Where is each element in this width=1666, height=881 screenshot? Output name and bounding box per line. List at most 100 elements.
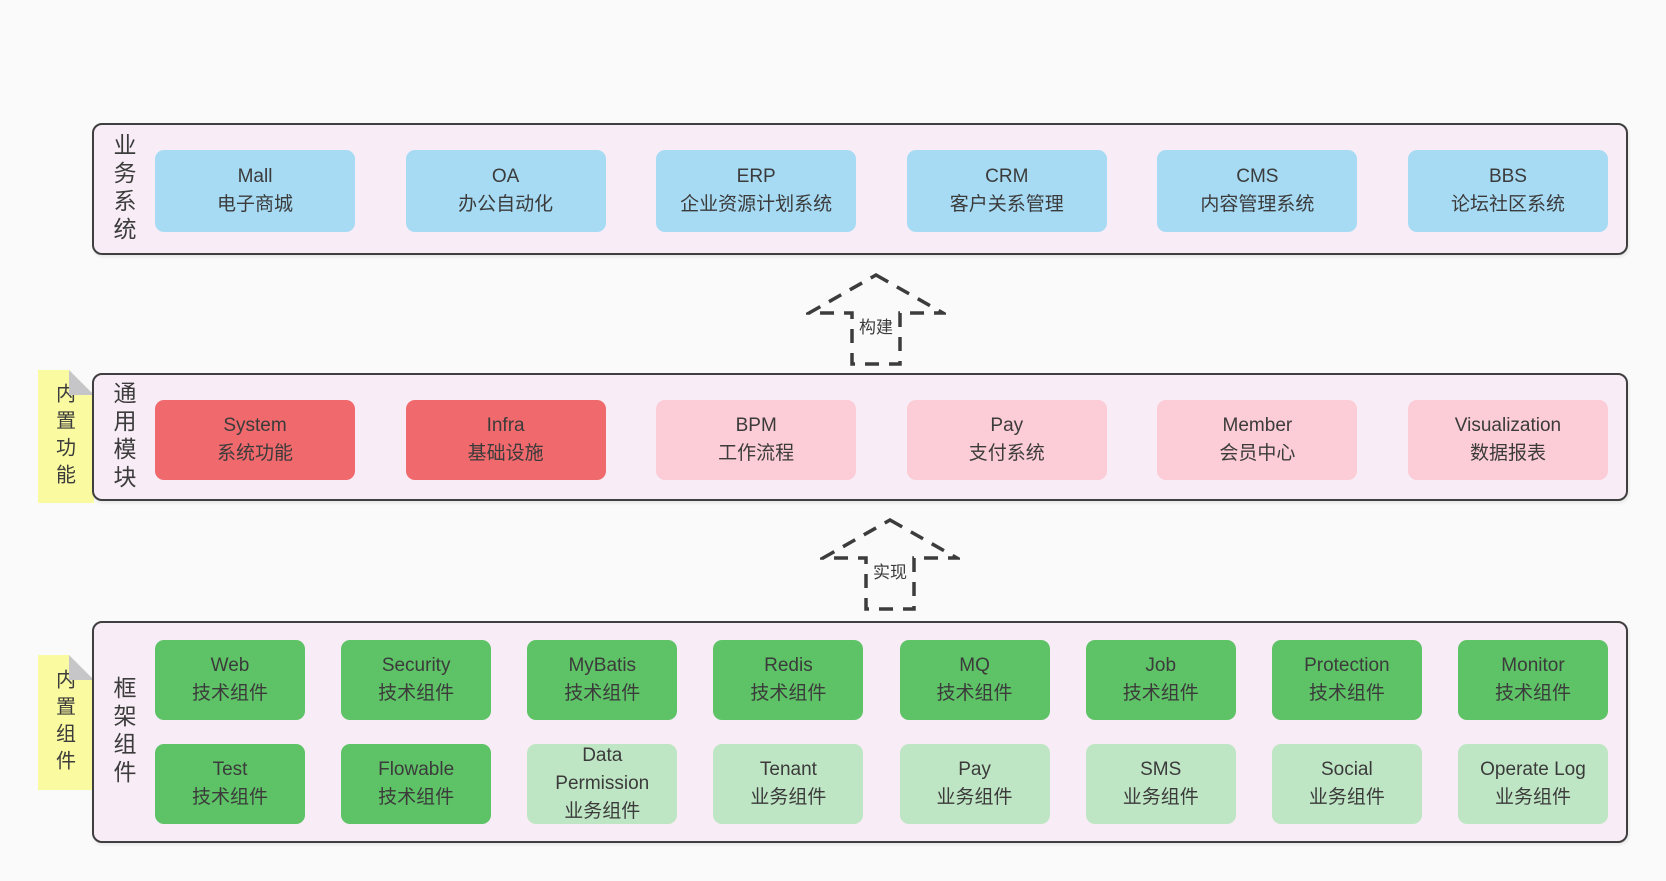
node-subtitle: 内容管理系统: [1200, 194, 1315, 215]
node-pay-component: Pay 业务组件: [899, 744, 1050, 824]
node-subtitle: 业务组件: [1308, 787, 1385, 808]
build-arrow-label: 构建: [856, 312, 896, 339]
module-layer-panel: 通用模块 System 系统功能 Infra 基础设施 BPM 工作流程 Pay…: [92, 373, 1628, 501]
node-title: ERP: [736, 166, 776, 187]
node-subtitle: 客户关系管理: [949, 194, 1064, 215]
node-title: Pay: [958, 759, 991, 780]
node-title: Pay: [990, 415, 1024, 436]
node-subtitle: 工作流程: [718, 443, 795, 464]
note-fold-corner: [69, 655, 94, 680]
node-title: Operate Log: [1480, 759, 1586, 780]
business-layer-label: 业务系统: [110, 133, 136, 245]
node-bbs: BBS 论坛社区系统: [1407, 150, 1608, 232]
node-subtitle: 业务组件: [1122, 787, 1199, 808]
implement-arrow: 实现: [820, 517, 960, 613]
note-built-in-components: 内置组件: [38, 655, 94, 790]
node-subtitle: 技术组件: [1308, 683, 1385, 704]
node-protection: Protection 技术组件: [1271, 640, 1422, 720]
build-arrow: 构建: [806, 272, 946, 368]
node-tenant: Tenant 业务组件: [713, 744, 864, 824]
business-layer-panel: 业务系统 Mall 电子商城 OA 办公自动化 ERP 企业资源计划系统 CRM…: [92, 123, 1628, 255]
node-title: BPM: [735, 415, 777, 436]
component-layer-panel: 框架组件 Web 技术组件 Security 技术组件 MyBatis 技术组件…: [92, 621, 1628, 843]
node-subtitle: 系统功能: [216, 443, 293, 464]
node-subtitle: 技术组件: [191, 683, 268, 704]
node-pay-system: Pay 支付系统: [906, 400, 1107, 480]
node-subtitle: 业务组件: [750, 787, 827, 808]
node-subtitle: 业务组件: [564, 801, 641, 822]
node-title: OA: [491, 166, 520, 187]
node-subtitle: 技术组件: [378, 683, 455, 704]
node-subtitle: 企业资源计划系统: [680, 194, 833, 215]
node-mybatis: MyBatis 技术组件: [527, 640, 678, 720]
node-social: Social 业务组件: [1271, 744, 1422, 824]
node-title: BBS: [1488, 166, 1527, 187]
node-title: Member: [1222, 415, 1293, 436]
node-subtitle: 技术组件: [191, 787, 268, 808]
node-title: MyBatis: [568, 655, 637, 676]
node-subtitle: 技术组件: [750, 683, 827, 704]
node-title: System: [223, 415, 287, 436]
node-subtitle: 技术组件: [378, 787, 455, 808]
node-subtitle: 会员中心: [1219, 443, 1296, 464]
node-subtitle: 基础设施: [467, 443, 544, 464]
node-subtitle: 业务组件: [1494, 787, 1571, 808]
node-title: Flowable: [378, 759, 455, 780]
node-subtitle: 业务组件: [936, 787, 1013, 808]
node-web: Web 技术组件: [155, 640, 305, 720]
node-title: CRM: [985, 166, 1029, 187]
node-infra: Infra 基础设施: [405, 400, 606, 480]
node-title: MQ: [959, 655, 990, 676]
node-title: SMS: [1140, 759, 1182, 780]
note-built-in-features: 内置功能: [38, 370, 94, 503]
node-title: Tenant: [759, 759, 817, 780]
node-title: Mall: [237, 166, 273, 187]
note-built-in-components-label: 内置组件: [52, 668, 75, 777]
node-title: Infra: [486, 415, 525, 436]
node-erp: ERP 企业资源计划系统: [656, 150, 857, 232]
node-subtitle: 论坛社区系统: [1450, 194, 1565, 215]
node-subtitle: 技术组件: [564, 683, 641, 704]
node-title: Protection: [1304, 655, 1390, 676]
component-layer-row-2: Test 技术组件 Flowable 技术组件 Data Permission …: [155, 744, 1608, 824]
node-subtitle: 电子商城: [216, 194, 293, 215]
component-layer-row-1: Web 技术组件 Security 技术组件 MyBatis 技术组件 Redi…: [155, 640, 1608, 720]
node-title: Monitor: [1501, 655, 1565, 676]
node-sms: SMS 业务组件: [1085, 744, 1236, 824]
node-subtitle: 技术组件: [1122, 683, 1199, 704]
node-title: Job: [1145, 655, 1177, 676]
node-subtitle: 数据报表: [1469, 443, 1546, 464]
implement-arrow-label: 实现: [870, 557, 910, 584]
node-mq: MQ 技术组件: [899, 640, 1050, 720]
node-title: Data Permission: [555, 745, 650, 794]
module-layer-row: System 系统功能 Infra 基础设施 BPM 工作流程 Pay 支付系统…: [155, 400, 1608, 480]
node-member: Member 会员中心: [1157, 400, 1358, 480]
node-oa: OA 办公自动化: [405, 150, 606, 232]
node-subtitle: 技术组件: [1494, 683, 1571, 704]
node-cms: CMS 内容管理系统: [1157, 150, 1358, 232]
node-monitor: Monitor 技术组件: [1457, 640, 1608, 720]
node-subtitle: 技术组件: [936, 683, 1013, 704]
node-visualization: Visualization 数据报表: [1407, 400, 1608, 480]
node-title: Test: [212, 759, 248, 780]
node-test: Test 技术组件: [155, 744, 305, 824]
up-block-arrow-icon: [806, 272, 946, 366]
node-crm: CRM 客户关系管理: [906, 150, 1107, 232]
node-mall: Mall 电子商城: [155, 150, 355, 232]
node-subtitle: 支付系统: [968, 443, 1045, 464]
node-title: Social: [1320, 759, 1373, 780]
node-data-permission: Data Permission 业务组件: [527, 744, 678, 824]
node-title: CMS: [1236, 166, 1279, 187]
node-security: Security 技术组件: [341, 640, 492, 720]
note-fold-corner: [69, 370, 94, 395]
node-bpm: BPM 工作流程: [656, 400, 857, 480]
node-title: Web: [210, 655, 250, 676]
node-system: System 系统功能: [155, 400, 355, 480]
module-layer-label: 通用模块: [110, 381, 136, 493]
note-built-in-features-label: 内置功能: [52, 382, 75, 491]
node-title: Security: [381, 655, 451, 676]
node-title: Redis: [764, 655, 813, 676]
node-redis: Redis 技术组件: [713, 640, 864, 720]
component-layer-label: 框架组件: [110, 676, 136, 788]
